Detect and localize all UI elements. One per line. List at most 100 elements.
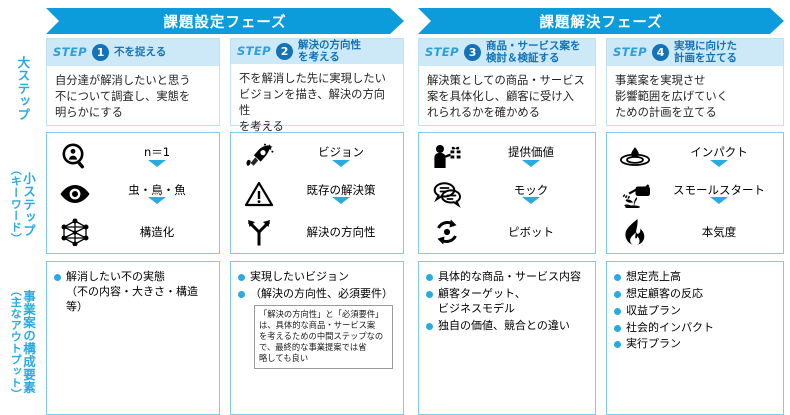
phase-1-steps: STEP 3 商品・サービス案を 検討＆検証する 解決策としての商品・サービス … [418, 38, 784, 415]
step-title-1: 不を捉える [114, 46, 167, 59]
keyword-label-wrap: ピボット [471, 226, 591, 239]
magnifier-person-icon [59, 142, 91, 172]
keyword-label: 解決の方向性 [306, 224, 376, 239]
output-item: 想定売上高 [614, 270, 776, 285]
output-text: 想定売上高 [626, 270, 681, 283]
rocket-icon [243, 142, 275, 172]
keyword-box-1: n＝1 虫・鳥・魚 [46, 132, 220, 254]
keyword-label-wrap: スモールスタート [659, 184, 779, 206]
keyword-label: 構造化 [139, 224, 175, 239]
fork-arrow-icon [243, 217, 275, 247]
watering-can-sprout-icon [619, 179, 651, 209]
phase-issue-solving: 課題解決フェーズ STEP 3 商品・サービス案を 検討＆検証する 解決策として… [418, 0, 784, 415]
keyword-row: スモールスタート [611, 177, 779, 211]
row-label-big-step-main: 大ステップ [15, 55, 31, 121]
keyword-label: ピボット [508, 224, 554, 239]
output-item: 想定顧客の反応 [614, 287, 776, 302]
output-text: 具体的な商品・サービス内容 [438, 270, 581, 283]
keyword-box-3: 提供価値 モック [418, 132, 596, 254]
bullet-icon [54, 274, 61, 281]
keyword-row: ビジョン [235, 140, 399, 174]
eye-icon [59, 179, 91, 209]
output-text: 実行プラン [626, 337, 681, 351]
big-step-card-1: STEP 1 不を捉える 自分達が解消したいと思う 不について調査し、実態を 明… [46, 38, 220, 126]
down-arrow-icon [332, 159, 350, 167]
bullet-icon [614, 341, 621, 349]
keyword-label-wrap: 構造化 [99, 226, 215, 239]
keyword-row: 虫・鳥・魚 [51, 177, 215, 211]
output-box-1: 解消したい不の実態 （不の内容・大きさ・構造 等） [46, 261, 220, 415]
keyword-label-wrap: ビジョン [283, 146, 399, 168]
keyword-label-wrap: モック [471, 184, 591, 206]
output-box-3: 具体的な商品・サービス内容 顧客ターゲット、 ビジネスモデル 独自の価値、競合と… [418, 261, 596, 415]
step-body-2: 不を解消した先に実現したい ビジョンを描き、解決の方向性 を考える [239, 71, 386, 133]
keyword-row: インパクト [611, 140, 779, 174]
row-label-small-step: 小ステップ （キーワード） [0, 140, 44, 268]
output-item: 社会的インパクト [614, 321, 776, 336]
keyword-label: ビジョン [318, 145, 364, 159]
keyword-label-wrap: 提供価値 [471, 146, 591, 168]
keyword-box-4: インパクト スモールスタート [606, 132, 784, 254]
keyword-label: スモールスタート [673, 182, 765, 197]
output-item: 実行プラン [614, 337, 776, 352]
keyword-row: モック [423, 177, 591, 211]
output-item: 収益プラン [614, 304, 776, 319]
step-header-4: STEP 4 実現に向けた 計画を立てる [607, 39, 783, 66]
output-text: 実現したいビジョン [250, 270, 349, 283]
output-note-box: 「解決の方向性」と「必須要件」 は、具体的な商品・サービス案 を考えるための中間… [254, 304, 393, 369]
step-column-1: STEP 1 不を捉える 自分達が解消したいと思う 不について調査し、実態を 明… [46, 38, 220, 415]
step-number-2: 2 [276, 42, 294, 60]
keyword-label: 虫・鳥・魚 [128, 182, 186, 197]
row-label-small-step-sub: （キーワード） [9, 163, 23, 245]
bullet-icon [426, 290, 433, 298]
bullet-icon [614, 324, 621, 332]
down-arrow-icon [148, 159, 166, 167]
down-arrow-icon [710, 197, 728, 205]
keyword-label-wrap: 解決の方向性 [283, 226, 399, 239]
row-label-column: 大ステップ 小ステップ （キーワード） 事業案の構成要素 （主なアウトプット） [0, 0, 44, 415]
output-item: 顧客ターゲット、 ビジネスモデル [426, 287, 588, 317]
step-column-4: STEP 4 実現に向けた 計画を立てる 事業案を実現させ 影響範囲を広げていく… [606, 38, 784, 415]
bullet-icon [426, 322, 433, 330]
keyword-row: 構造化 [51, 215, 215, 249]
keyword-box-2: ビジョン 既存の解決策 [230, 132, 404, 254]
output-box-4: 想定売上高 想定顧客の反応 収益プラン 社会的インパクト [606, 261, 784, 415]
down-arrow-icon [522, 197, 540, 205]
output-item: （解決の方向性、必須要件） [238, 287, 396, 302]
keyword-label-wrap: n＝1 [99, 146, 215, 168]
output-text: （解決の方向性、必須要件） [250, 286, 393, 300]
phase-banner-0: 課題設定フェーズ [46, 8, 404, 34]
step-word-1: STEP [53, 45, 88, 60]
step-body-4: 事業案を実現させ 影響範囲を広げていく ための計画を立てる [615, 73, 728, 119]
step-body-1: 自分達が解消したいと思う 不について調査し、実態を 明らかにする [55, 73, 191, 119]
keyword-label-wrap: インパクト [659, 146, 779, 168]
big-step-card-2: STEP 2 解決の方向性 を考える 不を解消した先に実現したい ビジョンを描き… [230, 38, 404, 133]
output-text: 想定顧客の反応 [626, 286, 703, 300]
down-arrow-icon [148, 197, 166, 205]
keyword-row: 既存の解決策 [235, 177, 399, 211]
bullet-icon [426, 274, 433, 281]
step-header-3: STEP 3 商品・サービス案を 検討＆検証する [419, 39, 595, 66]
output-text: 顧客ターゲット、 ビジネスモデル [438, 286, 526, 315]
output-item: 具体的な商品・サービス内容 [426, 270, 588, 285]
down-arrow-icon [710, 159, 728, 167]
bullet-icon [238, 290, 245, 298]
keyword-row: ピボット [423, 215, 591, 249]
pivot-arrow-icon [431, 217, 463, 247]
down-arrow-icon [522, 159, 540, 167]
bullet-icon [614, 290, 621, 298]
phase-issue-setting: 課題設定フェーズ STEP 1 不を捉える 自分達が解消したいと思う 不について… [46, 0, 404, 415]
keyword-label-wrap: 本気度 [659, 226, 779, 239]
step-number-1: 1 [92, 43, 110, 61]
step-column-2: STEP 2 解決の方向性 を考える 不を解消した先に実現したい ビジョンを描き… [230, 38, 404, 415]
step-word-2: STEP [237, 44, 272, 59]
step-title-3: 商品・サービス案を 検討＆検証する [486, 40, 581, 65]
step-column-3: STEP 3 商品・サービス案を 検討＆検証する 解決策としての商品・サービス … [418, 38, 596, 415]
person-gift-icon [431, 142, 463, 172]
step-word-4: STEP [613, 45, 648, 60]
step-body-3: 解決策としての商品・サービス 案を具体化し、顧客に受け入 れられるかを確かめる [427, 73, 585, 119]
speech-bubbles-icon [431, 179, 463, 209]
keyword-row: 解決の方向性 [235, 215, 399, 249]
flame-icon [619, 217, 651, 247]
bullet-icon [614, 307, 621, 315]
